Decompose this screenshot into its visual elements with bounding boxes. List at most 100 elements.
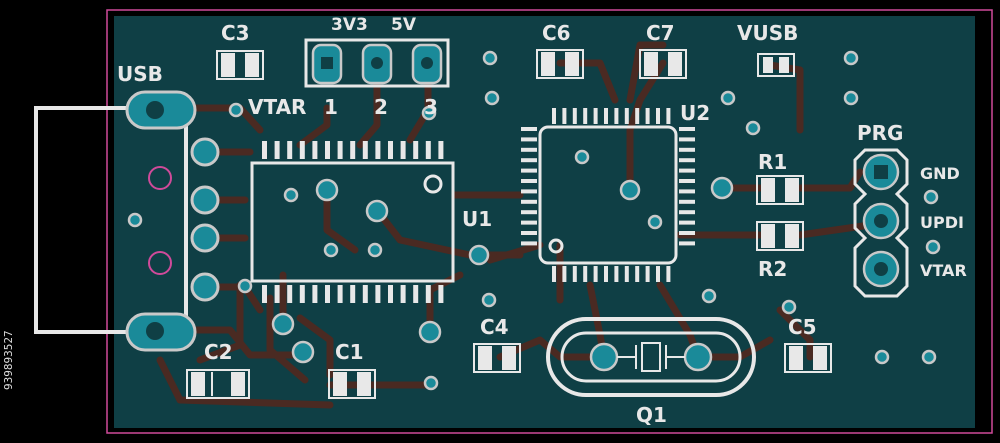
ic-pin xyxy=(362,285,368,303)
ic-pin xyxy=(400,141,406,159)
ic-pin xyxy=(375,285,381,303)
ic-pin xyxy=(274,141,280,159)
label-c5: C5 xyxy=(788,315,817,339)
ic-pin xyxy=(262,285,267,303)
capacitor-c7 xyxy=(639,49,687,79)
ic-pin xyxy=(552,108,556,124)
ic-pin xyxy=(521,158,537,163)
ic-pin xyxy=(614,266,619,282)
ic-pin xyxy=(299,285,305,303)
board-edge-cuts xyxy=(106,9,993,434)
ic-pin xyxy=(388,141,393,159)
label-u1: U1 xyxy=(462,207,492,231)
ic-pin xyxy=(438,285,444,303)
ic-pin xyxy=(604,266,608,282)
ic-pin xyxy=(572,108,577,124)
label-vusb: VUSB xyxy=(737,21,798,45)
ic-pin xyxy=(325,141,330,159)
jumper-vtar-select xyxy=(304,38,450,88)
ic-pin xyxy=(325,285,330,303)
ic-pin xyxy=(645,108,650,124)
ic-pin xyxy=(552,266,556,282)
stock-id: 939893527 xyxy=(2,330,15,390)
label-c6: C6 xyxy=(542,21,571,45)
label-c3: C3 xyxy=(221,21,250,45)
ic-pin xyxy=(679,137,695,142)
ic-pin xyxy=(583,266,588,282)
ic-pin xyxy=(287,141,293,159)
label-prg: PRG xyxy=(857,121,903,145)
capacitor-c5 xyxy=(784,343,832,373)
ic-pin xyxy=(572,266,577,282)
capacitor-c3 xyxy=(216,50,264,80)
ic-pin xyxy=(262,141,267,159)
ic-pin xyxy=(583,108,588,124)
header-prg xyxy=(853,148,909,298)
ic-pin xyxy=(679,231,695,235)
label-u2: U2 xyxy=(680,101,710,125)
label-gnd: GND xyxy=(920,164,960,183)
ic-pin xyxy=(521,231,537,235)
ic-pin xyxy=(679,168,695,173)
label-vtar-jumper: VTAR xyxy=(248,95,306,119)
capacitor-c4 xyxy=(473,343,521,373)
ic-pin xyxy=(521,199,537,204)
usb-connector xyxy=(34,90,220,352)
vias xyxy=(127,50,941,391)
ic-pin xyxy=(562,266,567,282)
ic-pin xyxy=(604,108,608,124)
ic-pin xyxy=(350,141,356,159)
label-usb: USB xyxy=(117,62,163,86)
ic-pin xyxy=(362,141,368,159)
ic-pin xyxy=(350,285,356,303)
label-vtar-prg: VTAR xyxy=(920,261,967,280)
label-r1: R1 xyxy=(758,150,787,174)
ic-pin xyxy=(521,127,537,131)
ic-pin xyxy=(679,179,695,183)
capacitor-c2 xyxy=(186,369,250,399)
label-jumper-pin3: 3 xyxy=(424,95,438,119)
ic-pin xyxy=(679,220,695,225)
capacitor-c6 xyxy=(536,49,584,79)
ic-pin xyxy=(679,210,695,215)
led-vusb xyxy=(757,53,795,77)
ic-pin xyxy=(666,266,671,282)
ic-pin xyxy=(521,220,537,225)
ic-pin xyxy=(337,285,343,303)
capacitor-c1 xyxy=(328,369,376,399)
label-c7: C7 xyxy=(646,21,675,45)
ic-pin xyxy=(337,141,343,159)
ic-pin xyxy=(562,108,567,124)
label-c2: C2 xyxy=(204,340,233,364)
label-r2: R2 xyxy=(758,257,787,281)
label-updi: UPDI xyxy=(920,213,964,232)
ic-pin xyxy=(679,189,695,194)
ic-pin xyxy=(679,158,695,163)
ic-pin xyxy=(614,108,619,124)
ic-u2 xyxy=(521,108,734,282)
ic-pin xyxy=(521,168,537,173)
ic-pin xyxy=(645,266,650,282)
resistor-r1 xyxy=(756,175,804,205)
label-c4: C4 xyxy=(480,315,509,339)
resistor-r2 xyxy=(756,221,804,251)
ic-pin xyxy=(656,266,660,282)
copper-traces xyxy=(146,41,874,409)
ic-pin xyxy=(521,137,537,142)
ic-pin xyxy=(312,141,318,159)
ic-pin xyxy=(312,285,318,303)
ic-pin xyxy=(521,241,537,246)
ic-pin xyxy=(624,266,629,282)
ic-pin xyxy=(679,127,695,131)
ic-pin xyxy=(521,210,537,215)
ic-pin xyxy=(438,141,444,159)
ic-pin xyxy=(425,285,431,303)
ic-pin xyxy=(666,108,671,124)
ic-pin xyxy=(635,108,640,124)
ic-pin xyxy=(679,241,695,246)
ic-pin xyxy=(287,285,293,303)
ic-pin xyxy=(593,266,598,282)
through-hole-pads xyxy=(271,312,442,364)
ic-pin xyxy=(521,147,537,152)
label-q1: Q1 xyxy=(636,403,667,427)
